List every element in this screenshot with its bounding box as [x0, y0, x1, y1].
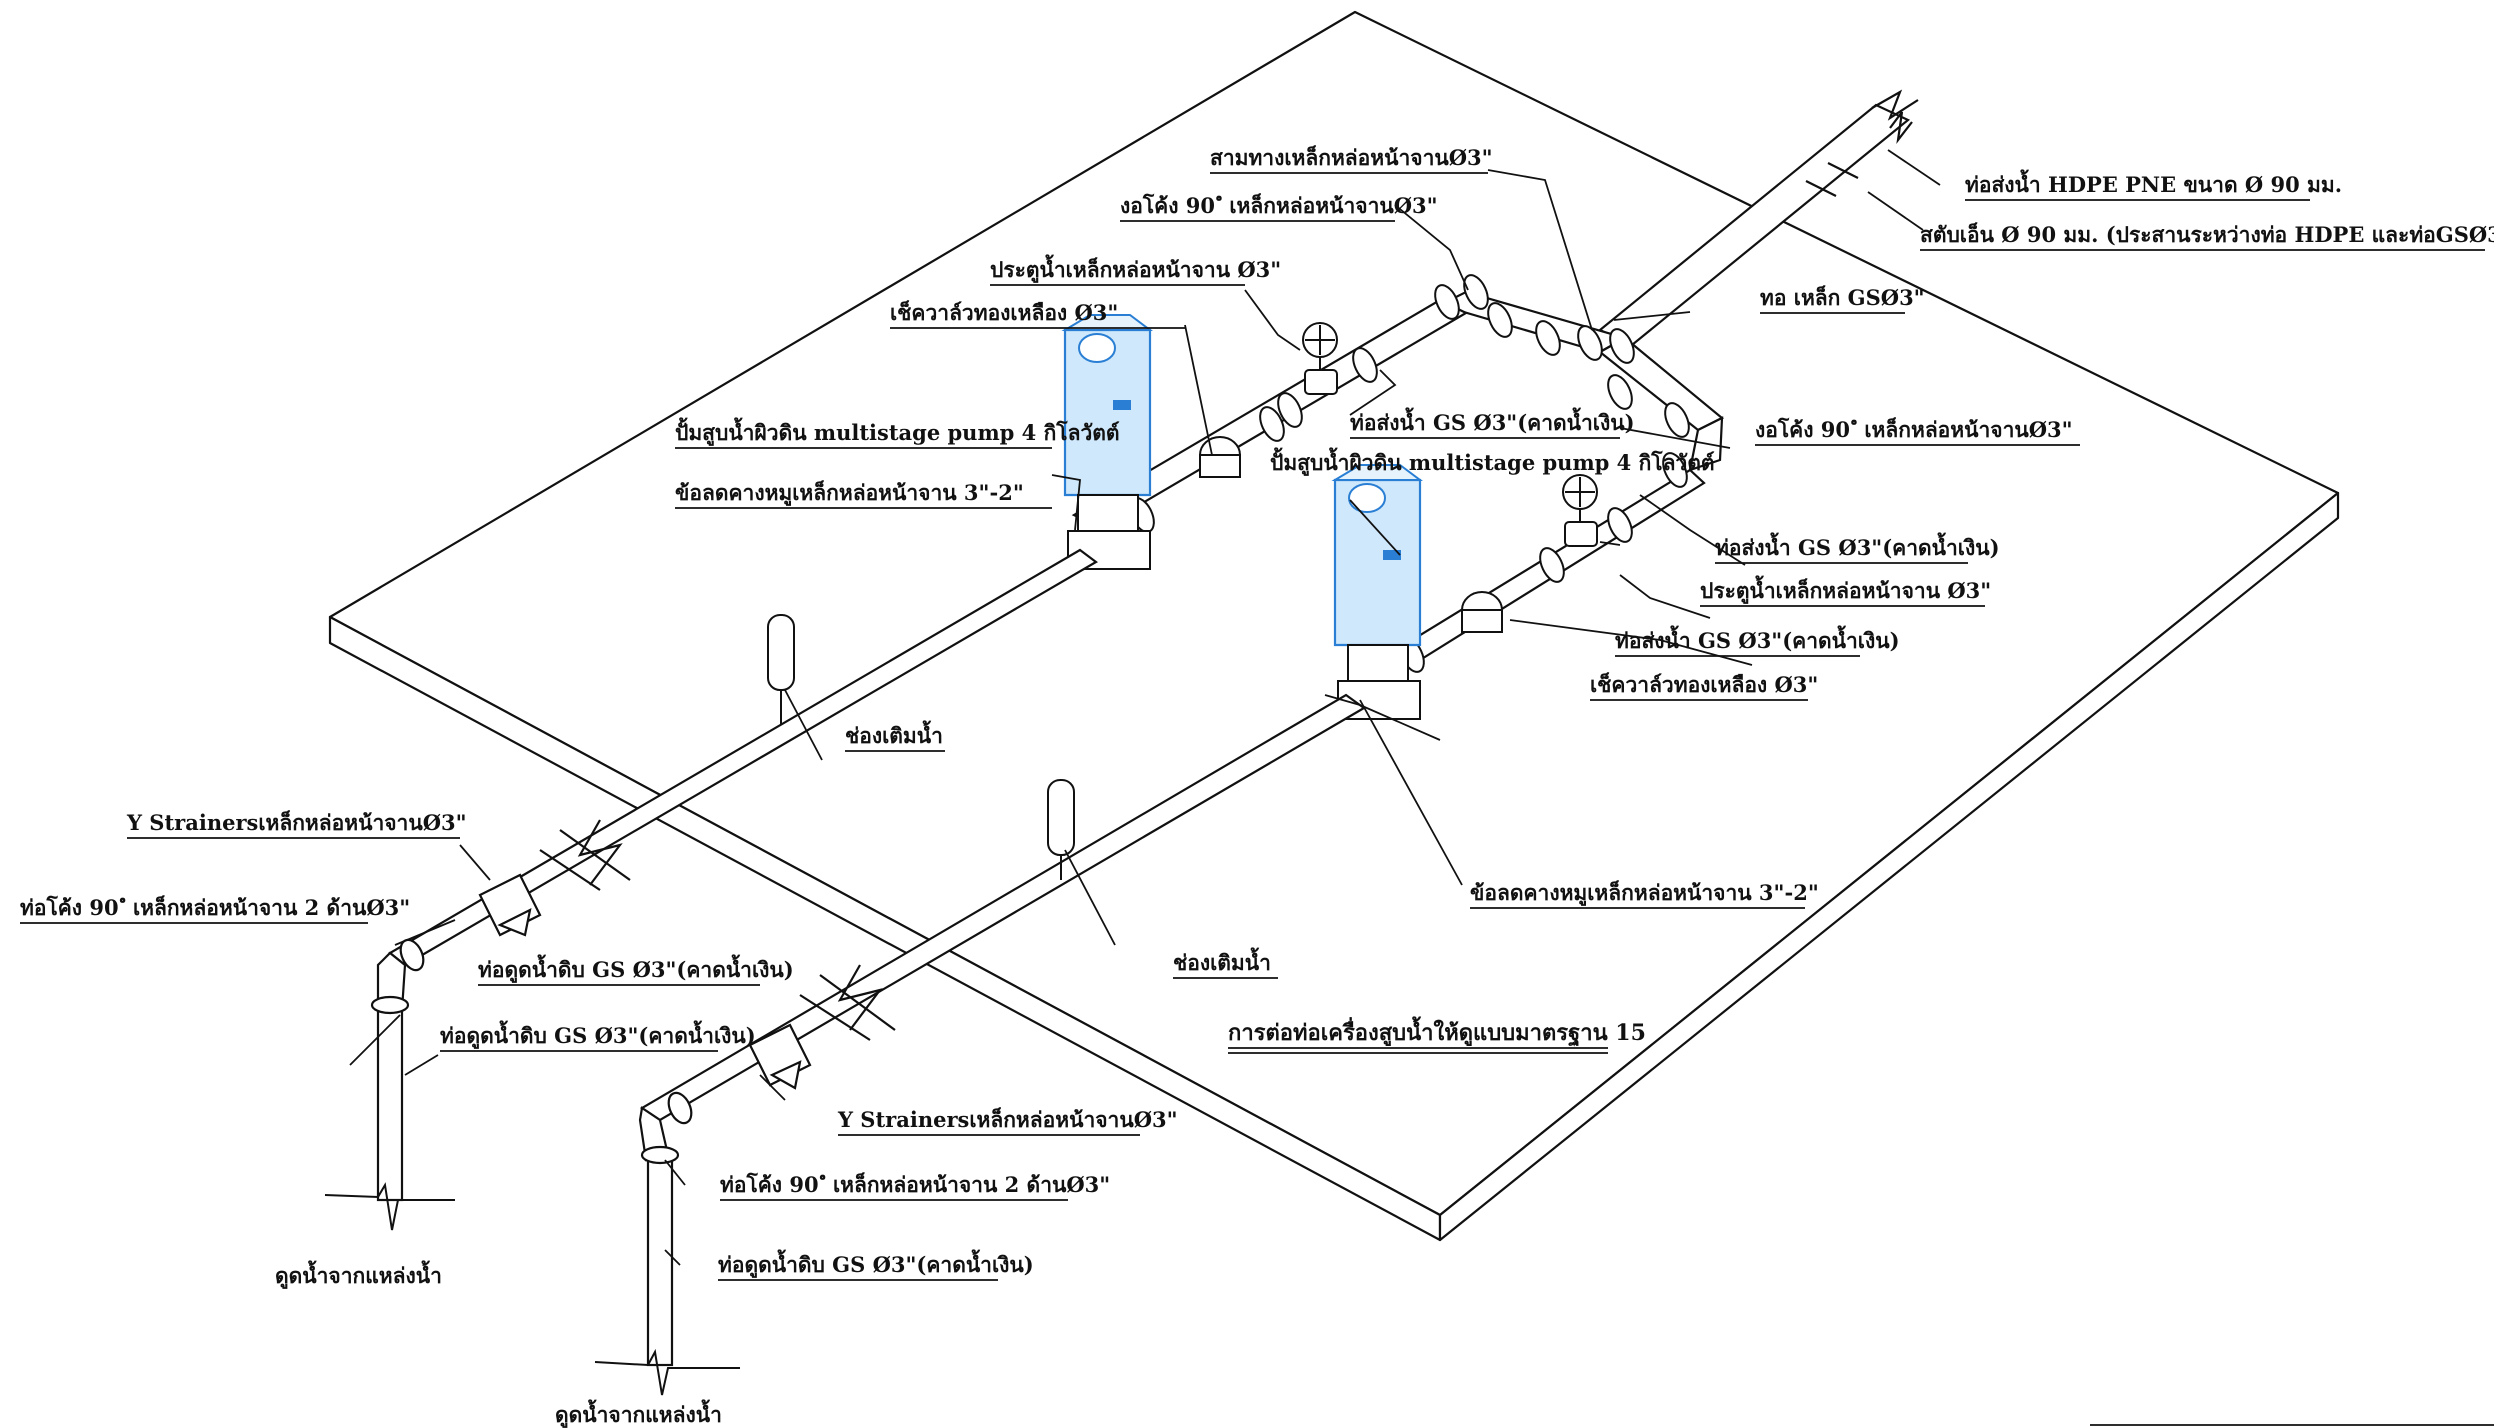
label-gate-valve-b: ประตูน้ำเหล็กหล่อหน้าจาน Ø3"	[1700, 575, 1991, 605]
label-tee: สามทางเหล็กหล่อหน้าจานØ3"	[1210, 144, 1493, 170]
check-valve-a	[1199, 436, 1241, 478]
label-discharge-b1: ท่อส่งน้ำ GS Ø3"(คาดน้ำเงิน)	[1715, 532, 2000, 560]
label-elbow-double-a: ท่อโค้ง 90 ํ เหล็กหล่อหน้าจาน 2 ด้านØ3"	[20, 894, 410, 920]
gate-valve-b	[1562, 474, 1598, 547]
label-underlines	[20, 172, 2494, 1426]
label-suction-a2: ท่อดูดน้ำดิบ GS Ø3"(คาดน้ำเงิน)	[440, 1020, 756, 1050]
label-pump-a: ปั้มสูบน้ำผิวดิน multistage pump 4 กิโลว…	[675, 417, 1120, 447]
label-check-valve-b: เช็ควาล์วทองเหลือง Ø3"	[1590, 671, 1818, 697]
label-priming-b: ช่องเติมน้ำ	[1173, 947, 1271, 975]
suction-line-a	[370, 548, 1098, 1202]
label-y-strainer-a: Y Strainersเหล็กหล่อหน้าจานØ3"	[126, 809, 467, 835]
label-reducer-b: ข้อลดคางหมูเหล็กหล่อหน้าจาน 3"-2"	[1470, 879, 1819, 907]
gate-valve-a	[1302, 322, 1338, 395]
label-elbow-double-b: ท่อโค้ง 90 ํ เหล็กหล่อหน้าจาน 2 ด้านØ3"	[720, 1171, 1110, 1197]
label-pump-b: ปั้มสูบน้ำผิวดิน multistage pump 4 กิโลว…	[1270, 447, 1715, 477]
ground-lines	[324, 1182, 740, 1396]
priming-port-a	[767, 614, 795, 725]
label-stub-flange: สตับเอ็น Ø 90 มม. (ประสานระหว่างท่อ HDPE…	[1920, 221, 2494, 247]
label-y-strainer-b: Y Strainersเหล็กหล่อหน้าจานØ3"	[837, 1106, 1178, 1132]
suction-line-b	[638, 693, 1367, 1367]
standard-title: การต่อท่อเครื่องสูบน้ำให้ดูแบบมาตรฐาน 15	[1228, 1016, 1646, 1047]
label-source-b: ดูดน้ำจากแหล่งน้ำ	[555, 1399, 722, 1428]
label-hdpe-pipe: ท่อส่งน้ำ HDPE PNE ขนาด Ø 90 มม.	[1965, 169, 2342, 197]
label-source-a: ดูดน้ำจากแหล่งน้ำ	[275, 1260, 442, 1290]
component-labels: ท่อส่งน้ำ HDPE PNE ขนาด Ø 90 มม. สตับเอ็…	[20, 144, 2494, 1428]
label-check-valve-a: เช็ควาล์วทองเหลือง Ø3"	[890, 299, 1118, 325]
label-discharge-b2: ท่อส่งน้ำ GS Ø3"(คาดน้ำเงิน)	[1615, 625, 1900, 653]
label-elbow-top: งอโค้ง 90 ํ เหล็กหล่อหน้าจานØ3"	[1120, 192, 1438, 218]
check-valve-b	[1461, 591, 1503, 633]
label-discharge-a: ท่อส่งน้ำ GS Ø3"(คาดน้ำเงิน)	[1350, 407, 1635, 435]
label-reducer-a: ข้อลดคางหมูเหล็กหล่อหน้าจาน 3"-2"	[675, 479, 1024, 507]
label-elbow-right: งอโค้ง 90 ํ เหล็กหล่อหน้าจานØ3"	[1755, 416, 2073, 442]
label-priming-a: ช่องเติมน้ำ	[845, 720, 943, 748]
priming-port-b	[1047, 779, 1075, 880]
label-suction-a1: ท่อดูดน้ำดิบ GS Ø3"(คาดน้ำเงิน)	[478, 954, 794, 984]
label-gs-pipe: ทอ เหล็ก GSØ3"	[1760, 284, 1925, 310]
pump-a	[1061, 314, 1153, 570]
pump-b	[1331, 464, 1423, 720]
pipe-flanges	[1129, 274, 1690, 673]
label-suction-b: ท่อดูดน้ำดิบ GS Ø3"(คาดน้ำเงิน)	[718, 1249, 1034, 1279]
label-gate-valve-a: ประตูน้ำเหล็กหล่อหน้าจาน Ø3"	[990, 254, 1281, 284]
